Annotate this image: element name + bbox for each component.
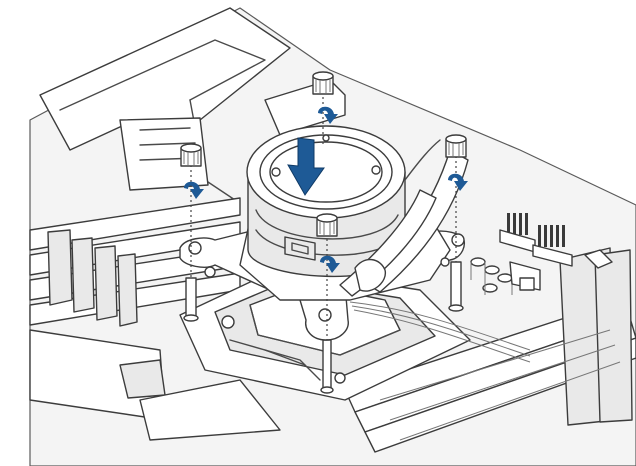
capacitors <box>470 249 613 295</box>
standoff-left <box>185 277 197 319</box>
thumbscrew-right <box>445 134 468 262</box>
tube-fitting <box>354 258 386 292</box>
socket-hole-left <box>221 315 235 329</box>
ram-slots-right <box>344 247 636 453</box>
thumbscrew-front <box>316 213 340 340</box>
down-arrow-icon <box>287 137 325 196</box>
standoff-front <box>322 339 332 391</box>
clockwise-rotation-icon <box>318 106 338 124</box>
tubing <box>339 139 531 363</box>
vrm-heatsink <box>39 7 291 201</box>
standoff-right <box>450 261 462 309</box>
clockwise-rotation-icon <box>448 173 468 191</box>
pin-headers <box>499 213 573 267</box>
lower-heatsink <box>139 379 281 441</box>
motherboard <box>29 7 636 466</box>
thumbscrew-left <box>180 143 204 278</box>
clockwise-rotation-icon <box>184 181 204 199</box>
clockwise-rotation-icon <box>320 255 340 273</box>
thumbscrew-top <box>312 71 338 145</box>
